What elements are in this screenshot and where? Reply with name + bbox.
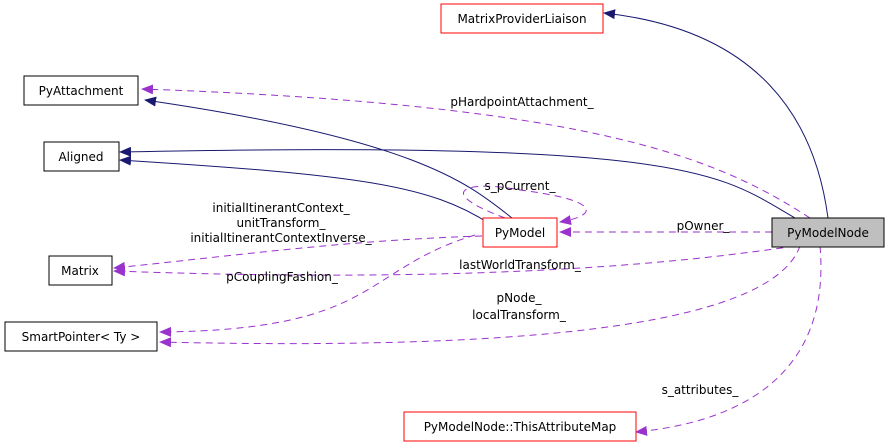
node-matrix[interactable]: Matrix [48, 255, 113, 286]
edge-pymodelnode-to-aligned [119, 146, 796, 219]
label-initial-itinerant-context: initialItinerantContext_ [212, 201, 350, 215]
node-py-attachment[interactable]: PyAttachment [23, 75, 139, 106]
node-label: PyAttachment [39, 84, 124, 98]
label-last-world-transform: lastWorldTransform_ [459, 258, 582, 272]
edge-pymodelnode-to-matrix [113, 245, 796, 277]
label-p-node: pNode_ [497, 291, 543, 305]
edge-pymodelnode-to-smartpointer [159, 245, 801, 348]
label-hardpoint-attachment: pHardpointAttachment_ [450, 95, 594, 109]
label-local-transform: localTransform_ [472, 308, 567, 322]
edge-pymodelnode-to-matrixproviderliaison [603, 9, 829, 219]
node-label: PyModelNode::ThisAttributeMap [424, 420, 617, 434]
label-s-attributes: s_attributes_ [662, 383, 740, 397]
node-label: Aligned [58, 150, 103, 164]
node-py-model-node[interactable]: PyModelNode [771, 217, 885, 248]
edge-pymodel-to-matrix [113, 235, 483, 272]
edge-pymodel-to-smartpointer [159, 234, 476, 337]
label-initial-itinerant-context-inverse: initialItinerantContextInverse_ [190, 231, 372, 245]
node-aligned[interactable]: Aligned [43, 141, 120, 172]
node-label: SmartPointer< Ty > [22, 330, 141, 344]
edge-pymodel-to-aligned [119, 155, 491, 225]
label-s-p-current: s_pCurrent_ [485, 179, 557, 193]
label-p-owner: pOwner_ [677, 219, 731, 233]
node-this-attribute-map[interactable]: PyModelNode::ThisAttributeMap [403, 411, 637, 442]
label-unit-transform: unitTransform_ [237, 216, 327, 230]
label-p-coupling-fashion: pCouplingFashion_ [226, 270, 339, 284]
node-label: Matrix [61, 264, 99, 278]
node-label: PyModelNode [787, 226, 869, 240]
node-label: MatrixProviderLiaison [457, 12, 586, 26]
node-smart-pointer[interactable]: SmartPointer< Ty > [4, 321, 158, 352]
edge-pymodel-to-pyattachment [144, 96, 513, 219]
edge-pymodel-self-loop [463, 185, 587, 226]
node-matrix-provider-liaison[interactable]: MatrixProviderLiaison [440, 3, 604, 34]
node-py-model[interactable]: PyModel [482, 217, 558, 248]
edge-pymodelnode-attributes-to-map [635, 245, 822, 436]
node-label: PyModel [495, 226, 545, 240]
